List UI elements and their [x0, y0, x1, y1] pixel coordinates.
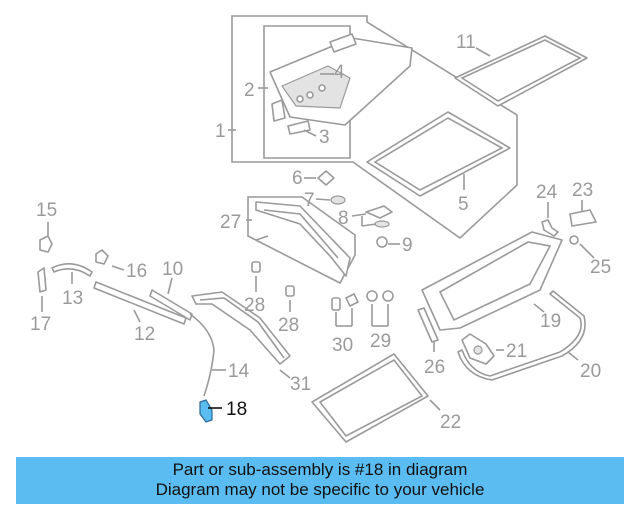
- part-9-bolt: [376, 236, 388, 248]
- parts-diagram: 1 2 3 4 5 6 7 8 9 10 11 12 13 14 15 16 1…: [30, 15, 611, 443]
- callout-26: 26: [424, 357, 445, 378]
- callout-29: 29: [370, 331, 391, 352]
- roof-module-hole: [306, 91, 314, 99]
- callout-27: 27: [220, 212, 241, 233]
- part-29-bolt: [366, 290, 378, 302]
- roof-module-bracket-2: [271, 99, 286, 122]
- callout-21: 21: [506, 341, 527, 362]
- callout-15: 15: [36, 200, 57, 221]
- trim-27-edge: [263, 209, 339, 259]
- callout-5: 5: [458, 194, 469, 215]
- trim-10: [149, 289, 193, 321]
- callout-18-highlighted: 18: [226, 399, 247, 420]
- drain-hose-14: [189, 313, 215, 397]
- rear-frame-19: [421, 231, 563, 331]
- glass-panel-11: [454, 35, 588, 107]
- part-6-clip: [317, 170, 335, 186]
- part-21-hole: [473, 345, 483, 355]
- callout-31: 31: [290, 374, 311, 395]
- part-18-highlighted: [199, 399, 213, 423]
- caption-line-2: Diagram may not be specific to your vehi…: [155, 480, 485, 499]
- callout-3: 3: [319, 127, 330, 148]
- window-22-inner: [318, 358, 424, 438]
- callout-8: 8: [338, 208, 349, 229]
- trim-12: [93, 281, 187, 325]
- assembly-outline-2: [263, 25, 351, 159]
- assembly-outline-27: [247, 196, 356, 285]
- callout-16: 16: [126, 261, 147, 282]
- window-22: [311, 353, 429, 443]
- callout-10: 10: [162, 259, 183, 280]
- callout-14: 14: [228, 361, 250, 382]
- leader-lines: [41, 47, 595, 411]
- part-16-clip: [95, 249, 109, 265]
- callout-11: 11: [456, 32, 476, 53]
- part-17-bracket: [37, 267, 47, 293]
- caption-line-1: Part or sub-assembly is #18 in diagram: [172, 460, 468, 479]
- callout-28-second: 28: [278, 315, 299, 336]
- assembly-outline-1: [231, 15, 518, 240]
- rear-frame-19-inner: [438, 241, 552, 322]
- part-7-grommet: [330, 195, 346, 205]
- callout-4: 4: [334, 62, 345, 83]
- part-28-clip: [285, 285, 295, 297]
- callout-1: 1: [215, 121, 226, 142]
- diagram-caption-banner: Part or sub-assembly is #18 in diagram D…: [16, 457, 624, 504]
- part-24-hinge: [541, 219, 559, 237]
- glass-panel-11-inner: [460, 39, 582, 102]
- callout-12: 12: [134, 324, 155, 345]
- callout-24: 24: [536, 182, 558, 203]
- callout-9: 9: [402, 235, 413, 256]
- callout-13: 13: [62, 288, 83, 309]
- seal-20: [457, 290, 586, 381]
- callout-22: 22: [440, 412, 461, 433]
- part-23-hinge: [569, 209, 597, 227]
- part-26-strip: [417, 307, 439, 343]
- seal-13: [51, 263, 93, 277]
- trim-31: [191, 291, 291, 365]
- trim-31-edge: [199, 297, 285, 359]
- callout-7: 7: [304, 190, 315, 211]
- trim-27-pin: [255, 235, 269, 241]
- part-30-cap: [345, 293, 359, 307]
- callout-30: 30: [332, 335, 353, 356]
- roof-panel-5-inner: [373, 117, 504, 191]
- part-25-nut: [569, 235, 579, 245]
- part-15-clip: [39, 235, 53, 253]
- callout-2: 2: [244, 80, 255, 101]
- part-30-clip: [331, 297, 341, 311]
- callout-23: 23: [572, 180, 593, 201]
- callout-20: 20: [580, 361, 601, 382]
- roof-module-bracket: [329, 33, 357, 53]
- part-8-washer: [374, 220, 390, 228]
- part-28-clip: [251, 261, 261, 273]
- callout-25: 25: [590, 257, 611, 278]
- callout-17: 17: [30, 314, 51, 335]
- part-29-bolt: [382, 290, 394, 302]
- roof-module-hole: [318, 84, 326, 92]
- callout-6: 6: [292, 168, 303, 189]
- part-8-bracket: [365, 205, 393, 219]
- callout-19: 19: [540, 311, 561, 332]
- roof-module-hole: [296, 95, 304, 103]
- callout-28: 28: [244, 295, 265, 316]
